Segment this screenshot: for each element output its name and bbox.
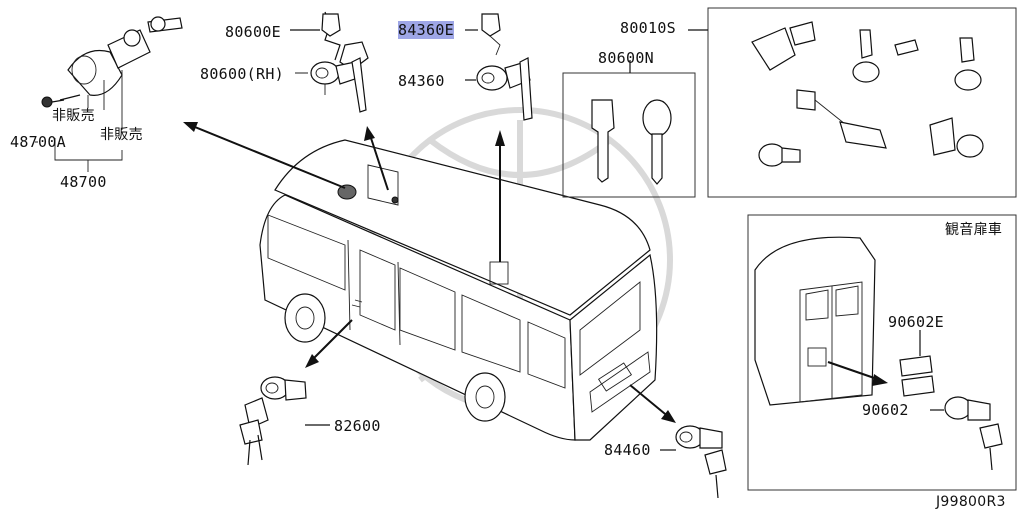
door-lock-84360 [465, 13, 533, 121]
lock-set-box [688, 7, 1017, 198]
label-80010S: 80010S [620, 19, 676, 37]
door-lock-82600 [239, 376, 330, 466]
rear-lock-84460 [660, 425, 727, 499]
label-80600E: 80600E [225, 23, 281, 41]
pointer-arrows [183, 122, 676, 423]
label-84460: 84460 [604, 441, 651, 459]
label-48700A: 48700A [10, 133, 66, 151]
label-82600: 82600 [334, 417, 381, 435]
label-not-for-sale-2: 非販売 [100, 127, 143, 143]
van-body [259, 139, 658, 441]
diagram-code: J99800R3 [936, 494, 1006, 510]
label-80600N: 80600N [598, 49, 654, 67]
key-blanks-box [562, 60, 696, 198]
label-48700: 48700 [60, 173, 107, 191]
barn-door-inset [747, 214, 1017, 491]
label-not-for-sale-1: 非販売 [52, 108, 95, 124]
label-80600-rh: 80600(RH) [200, 65, 284, 83]
highlighted-part-number: 84360E [398, 21, 454, 39]
inset-title: 観音扉車 [945, 222, 1003, 238]
door-lock-80600 [290, 11, 369, 113]
label-84360E: 84360E [398, 21, 454, 39]
label-90602: 90602 [862, 401, 909, 419]
label-90602E: 90602E [888, 313, 944, 331]
ignition-switch-48700 [35, 16, 183, 172]
label-84360: 84360 [398, 72, 445, 90]
